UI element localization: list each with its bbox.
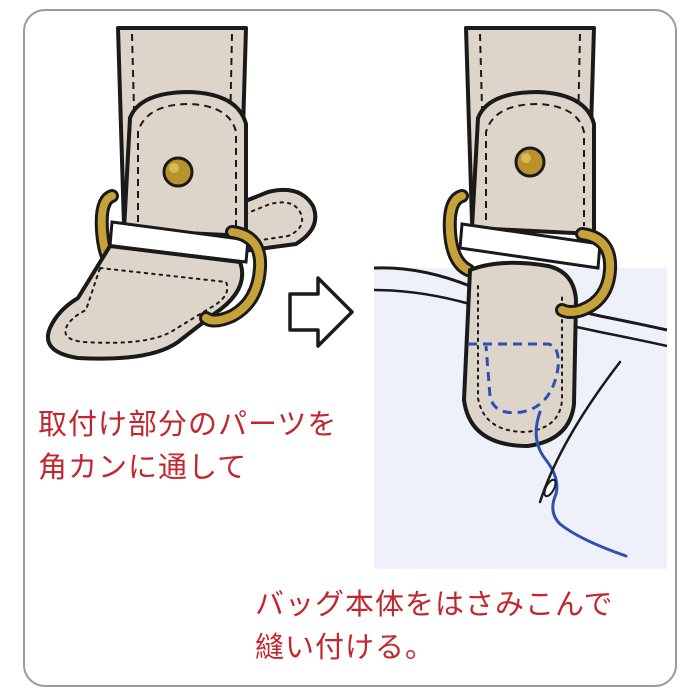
step-two-caption-line2: 縫い付ける。 [255, 630, 436, 664]
thread [534, 410, 628, 558]
step-one-caption-line2: 角カンに通して [38, 450, 248, 484]
rivet [162, 156, 194, 188]
step-one-caption-line1: 取付け部分のパーツを [38, 407, 338, 441]
step-two-caption-line1: バッグ本体をはさみこんで [255, 587, 614, 621]
step-one-illustration [46, 26, 318, 361]
tab-front-stitch [64, 266, 229, 344]
ring-bar-highlight [458, 222, 602, 270]
step-two-caption: バッグ本体をはさみこんで 縫い付ける。 [255, 583, 614, 669]
rivet [514, 146, 546, 178]
tab-front-flap [46, 244, 245, 361]
step-two-illustration [373, 26, 668, 569]
tab-front-flap [462, 260, 578, 448]
ring-bar-highlight [108, 220, 250, 264]
step-one-caption: 取付け部分のパーツを 角カンに通して [38, 403, 337, 489]
sewing-stitch-line [468, 342, 560, 415]
tab-back-stitch [244, 201, 304, 243]
arrow-right-icon [288, 276, 354, 348]
